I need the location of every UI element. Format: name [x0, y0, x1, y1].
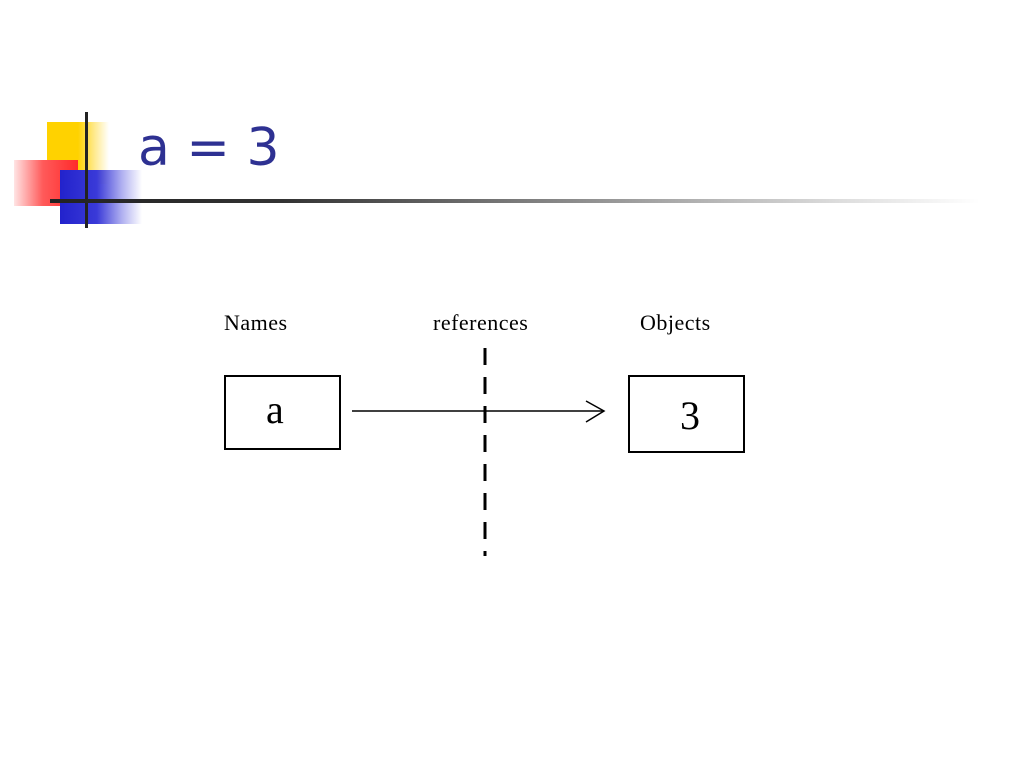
object-box: [628, 375, 745, 453]
slide-title: a = 3: [138, 118, 280, 178]
object-box-value: 3: [680, 393, 700, 438]
name-box-value: a: [266, 387, 284, 432]
name-box: [224, 375, 341, 450]
reference-arrow-head: [585, 400, 606, 423]
names-column-label: Names: [224, 310, 288, 335]
title-underline-rule: [50, 199, 980, 203]
objects-column-label: Objects: [640, 310, 711, 335]
decorative-vertical-line: [85, 112, 88, 228]
decorative-blue-square: [60, 170, 142, 224]
references-column-label: references: [433, 310, 529, 335]
